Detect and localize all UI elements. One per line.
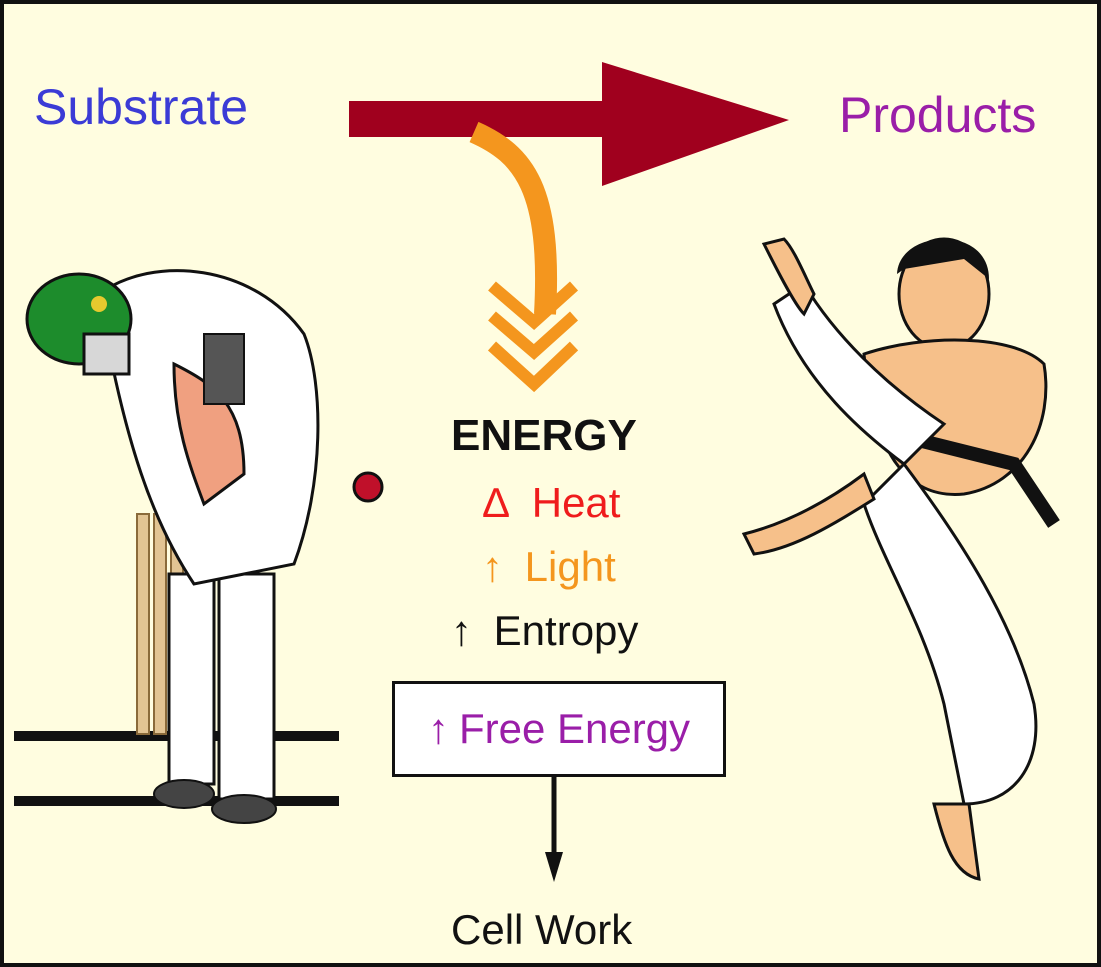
martial-artist-kicking-illustration bbox=[744, 239, 1054, 879]
products-label: Products bbox=[839, 90, 1036, 140]
cell-work-arrow bbox=[545, 777, 563, 882]
energy-row-entropy: ↑ Entropy bbox=[451, 610, 638, 652]
energy-release-arrow bbox=[474, 132, 574, 384]
up-arrow-icon: ↑ bbox=[451, 607, 472, 654]
substrate-label: Substrate bbox=[34, 82, 248, 132]
cricket-batsman-illustration bbox=[14, 271, 382, 823]
delta-symbol: Δ bbox=[482, 479, 510, 526]
cell-work-label: Cell Work bbox=[451, 909, 632, 951]
up-arrow-icon: ↑ bbox=[428, 705, 449, 753]
free-energy-label: Free Energy bbox=[459, 705, 690, 753]
free-energy-box: ↑ Free Energy bbox=[392, 681, 726, 777]
energy-title: ENERGY bbox=[451, 414, 637, 458]
energy-row-light: ↑ Light bbox=[482, 546, 616, 588]
entropy-label: Entropy bbox=[494, 607, 639, 654]
light-label: Light bbox=[525, 543, 616, 590]
up-arrow-icon: ↑ bbox=[482, 543, 503, 590]
heat-label: Heat bbox=[532, 479, 621, 526]
reaction-arrow bbox=[349, 62, 789, 186]
energy-row-heat: Δ Heat bbox=[482, 482, 620, 524]
